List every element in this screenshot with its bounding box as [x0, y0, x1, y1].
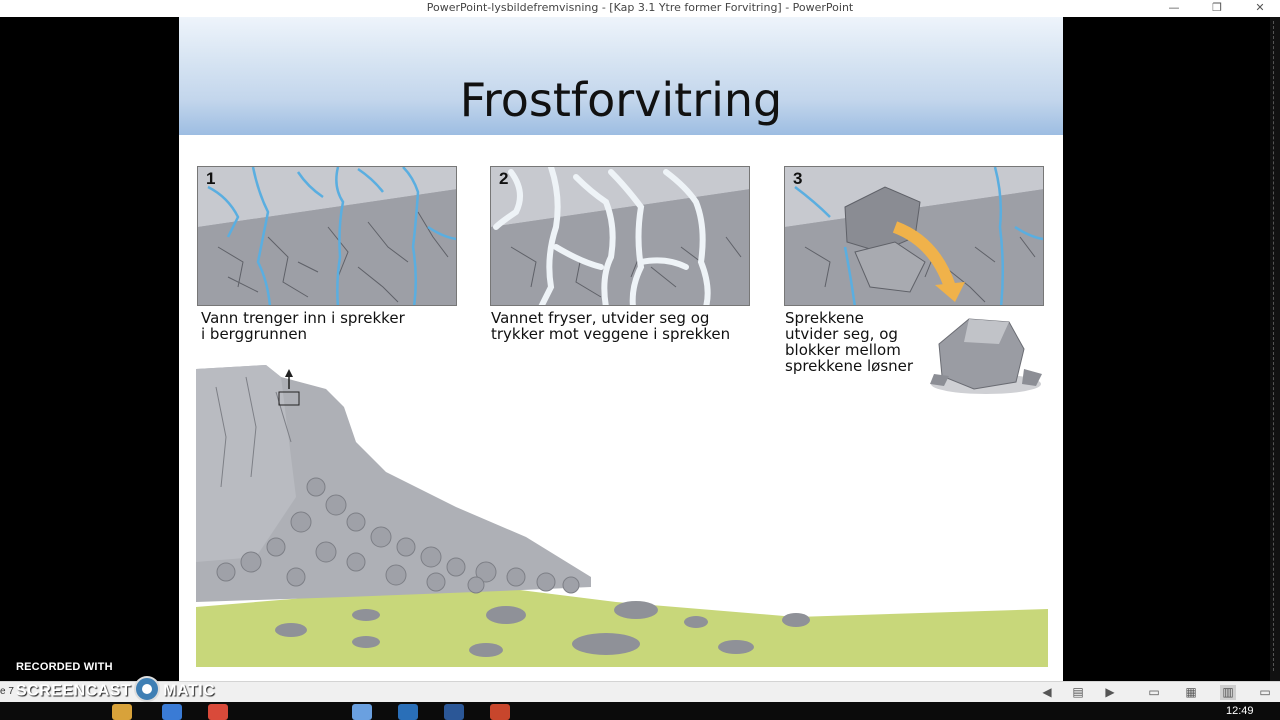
panel-1-drawing [198, 167, 456, 305]
panel-2-drawing [491, 167, 749, 305]
panel-3-caption: Sprekkene utvider seg, og blokker mellom… [785, 309, 914, 375]
slideshow-view-icon[interactable]: ▭ [1259, 685, 1271, 699]
powerpoint-icon[interactable] [490, 704, 510, 720]
browser-icon[interactable] [162, 704, 182, 720]
panel-1-number: 1 [206, 169, 216, 188]
slide-sorter-icon[interactable]: ▦ [1185, 685, 1197, 699]
status-bar: e 7 ◀ ▤ ▶ ▭ ▦ ▥ ▭ [0, 681, 1280, 702]
brand-right: MATIC [163, 682, 216, 700]
panel-2-number: 2 [499, 169, 509, 188]
word-icon[interactable] [444, 704, 464, 720]
slide-title: Frostforvitring [459, 73, 783, 127]
notes-icon[interactable]: ▤ [1072, 685, 1084, 699]
app-icon-2[interactable] [352, 704, 372, 720]
next-slide-icon[interactable]: ▶ [1105, 685, 1115, 699]
window-title: PowerPoint-lysbildefremvisning - [Kap 3.… [426, 1, 854, 14]
fallen-boulder [930, 318, 1042, 394]
watermark-recorded-with: RECORDED WITH [16, 661, 113, 673]
screencast-o-icon [134, 676, 161, 702]
cliff-scree-landscape [196, 365, 1048, 667]
panel-2-illustration: 2 [490, 166, 750, 306]
file-explorer-icon[interactable] [112, 704, 132, 720]
app-icon-3[interactable] [398, 704, 418, 720]
panel-3-number: 3 [793, 169, 803, 188]
panel-3-illustration: 3 [784, 166, 1044, 306]
normal-view-icon[interactable]: ▭ [1148, 685, 1160, 699]
taskbar-clock: 12:49 [1226, 705, 1254, 717]
panel-3-drawing [785, 167, 1043, 305]
panel-1-illustration: 1 [197, 166, 457, 306]
panel-1-caption: Vann trenger inn i sprekker i berggrunne… [201, 309, 405, 343]
previous-slide-icon[interactable]: ◀ [1042, 685, 1052, 699]
slideshow-stage[interactable]: Frostforvitring 1 [0, 17, 1280, 681]
window-titlebar: PowerPoint-lysbildefremvisning - [Kap 3.… [0, 0, 1280, 17]
slide[interactable]: Frostforvitring 1 [179, 17, 1063, 681]
restore-button[interactable]: ❐ [1212, 1, 1222, 14]
panel-2-caption: Vannet fryser, utvider seg og trykker mo… [491, 309, 731, 343]
reading-view-icon[interactable]: ▥ [1220, 685, 1236, 700]
right-scrollbar[interactable] [1270, 17, 1280, 681]
slide-indicator: e 7 [0, 686, 14, 697]
slide-header-band [179, 17, 1063, 135]
taskbar: 12:49 [0, 702, 1280, 720]
app-icon[interactable] [208, 704, 228, 720]
brand-left: SCREENCAST [16, 682, 132, 700]
screencast-o-matic-logo: SCREENCAST MATIC [16, 676, 216, 702]
minimize-button[interactable]: — [1168, 1, 1180, 14]
close-button[interactable]: ✕ [1255, 1, 1265, 14]
